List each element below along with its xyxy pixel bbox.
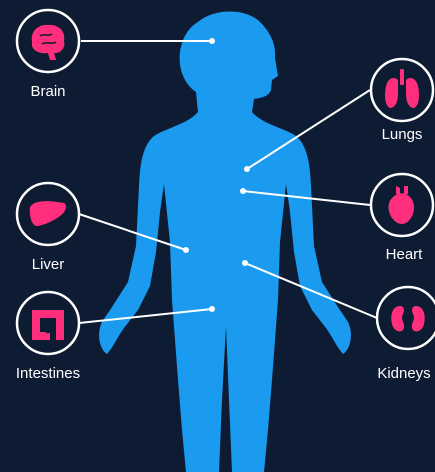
intestines-circle xyxy=(17,292,79,354)
organ-label-heart: Heart xyxy=(386,246,423,263)
organ-label-intestines: Intestines xyxy=(16,365,80,382)
connector-dot-intestines xyxy=(209,306,215,312)
connector-dot-brain xyxy=(209,38,215,44)
connector-dot-kidneys xyxy=(242,260,248,266)
organ-label-brain: Brain xyxy=(30,83,65,100)
kidneys-circle xyxy=(377,287,435,349)
lungs-circle xyxy=(371,59,433,121)
organ-label-kidneys: Kidneys xyxy=(377,365,430,382)
connector-dot-heart xyxy=(240,188,246,194)
connector-dot-lungs xyxy=(244,166,250,172)
organ-label-lungs: Lungs xyxy=(382,126,423,143)
organ-label-liver: Liver xyxy=(32,256,65,273)
connector-dot-liver xyxy=(183,247,189,253)
body-silhouette xyxy=(99,12,351,472)
